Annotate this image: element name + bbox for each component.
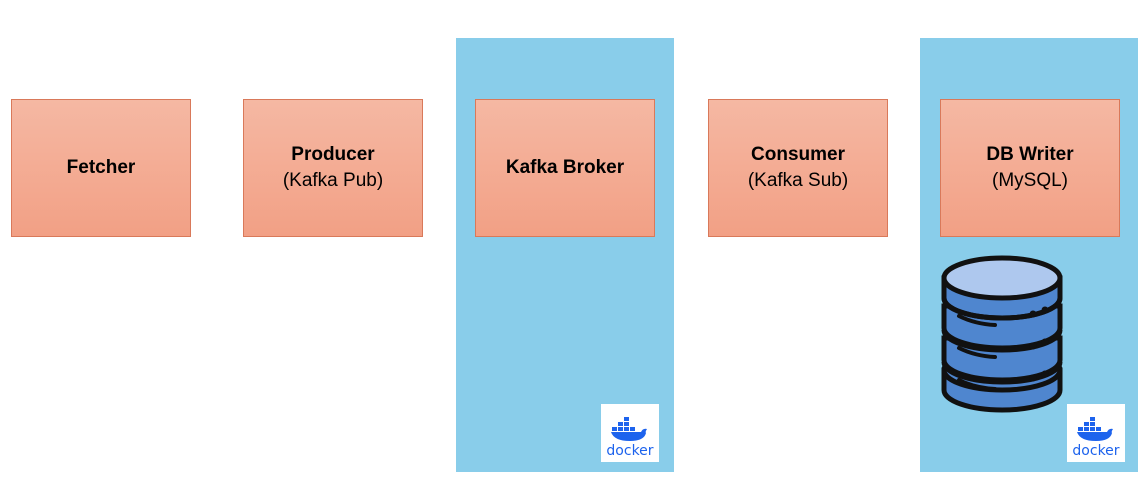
docker-whale-icon [1077, 417, 1113, 441]
consumer-subtitle: (Kafka Sub) [747, 170, 849, 191]
docker-label: docker [1072, 443, 1120, 459]
kafka-broker-node[interactable]: Kafka Broker [475, 99, 655, 237]
docker-label: docker [606, 443, 654, 459]
docker-logo-db: docker [1067, 404, 1125, 462]
fetcher-node[interactable]: Fetcher [11, 99, 191, 237]
db-writer-title: DB Writer [986, 144, 1074, 165]
consumer-title: Consumer [751, 144, 845, 165]
producer-node[interactable]: Producer (Kafka Pub) [243, 99, 423, 237]
fetcher-title: Fetcher [66, 157, 136, 178]
database-icon [941, 255, 1063, 413]
db-writer-node[interactable]: DB Writer (MySQL) [940, 99, 1120, 237]
kafka-broker-title: Kafka Broker [505, 157, 625, 178]
docker-whale-icon [611, 417, 647, 441]
producer-title: Producer [291, 144, 375, 165]
docker-logo-kafka: docker [601, 404, 659, 462]
db-writer-subtitle: (MySQL) [992, 170, 1068, 191]
producer-subtitle: (Kafka Pub) [282, 170, 384, 191]
consumer-node[interactable]: Consumer (Kafka Sub) [708, 99, 888, 237]
